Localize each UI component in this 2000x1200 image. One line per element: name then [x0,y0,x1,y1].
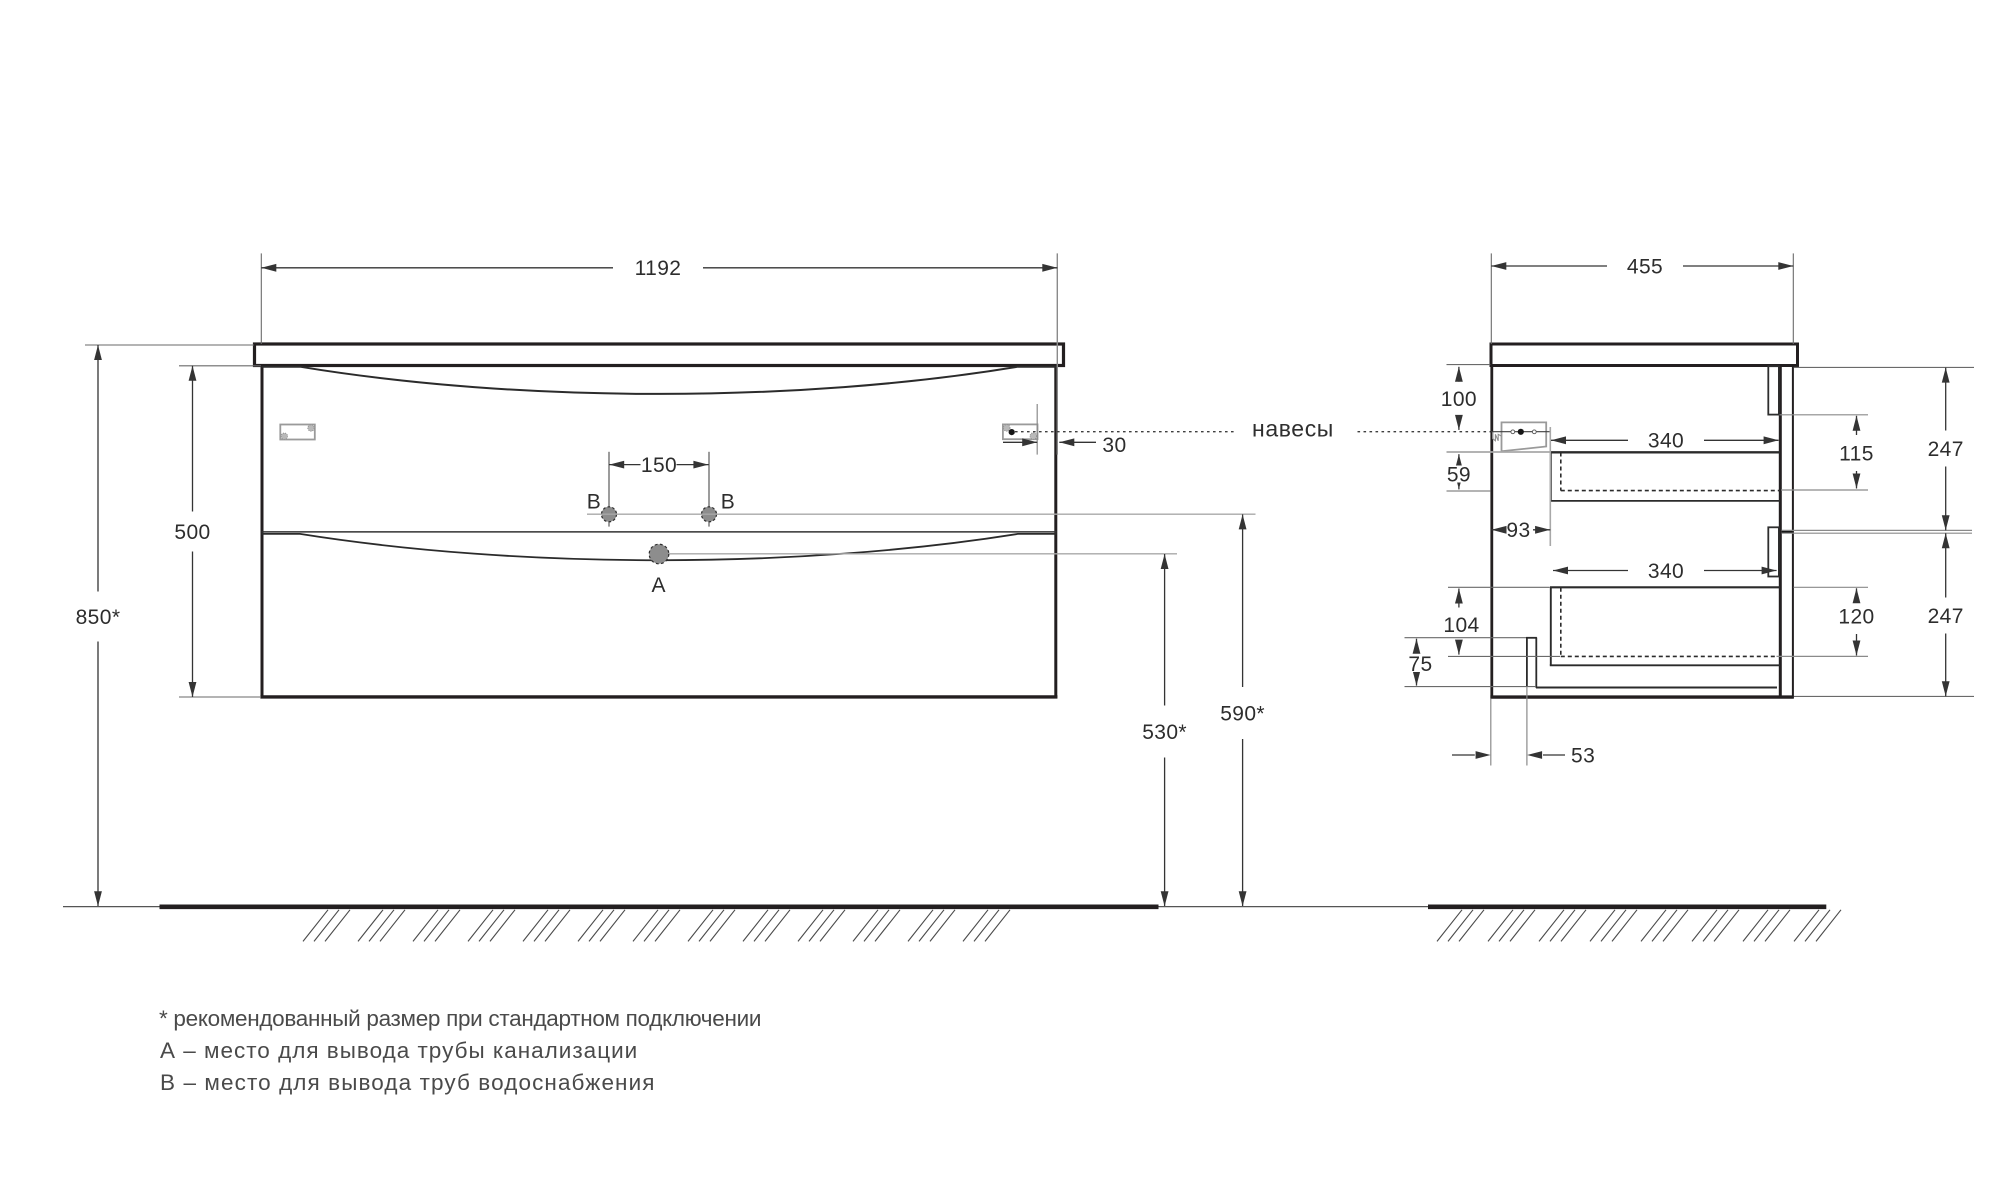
svg-text:59: 59 [1447,463,1471,486]
svg-text:* рекомендованный размер при с: * рекомендованный размер при стандартном… [159,1006,761,1031]
svg-text:75: 75 [1408,653,1432,676]
svg-text:120: 120 [1838,605,1874,628]
svg-text:104: 104 [1443,614,1479,637]
svg-text:530*: 530* [1142,721,1187,744]
svg-text:B: B [721,491,735,514]
svg-text:B: B [587,491,601,514]
svg-text:590*: 590* [1220,702,1265,725]
svg-text:340: 340 [1648,560,1684,583]
svg-text:247: 247 [1928,438,1964,461]
svg-text:340: 340 [1648,430,1684,453]
svg-text:150: 150 [641,454,677,477]
svg-text:30: 30 [1102,434,1126,457]
svg-text:850*: 850* [76,606,121,629]
svg-text:455: 455 [1627,255,1663,278]
svg-text:93: 93 [1506,519,1530,542]
svg-text:1192: 1192 [635,257,682,280]
svg-text:В – место для вывода труб водо: В – место для вывода труб водоснабжения [160,1070,656,1095]
svg-text:53: 53 [1571,744,1595,767]
svg-text:247: 247 [1928,605,1964,628]
svg-text:500: 500 [174,521,210,544]
svg-text:A: A [651,574,665,597]
svg-text:А – место для вывода трубы кан: А – место для вывода трубы канализации [160,1038,638,1063]
svg-text:115: 115 [1839,442,1874,465]
svg-text:навесы: навесы [1252,416,1334,442]
svg-text:100: 100 [1441,388,1477,411]
